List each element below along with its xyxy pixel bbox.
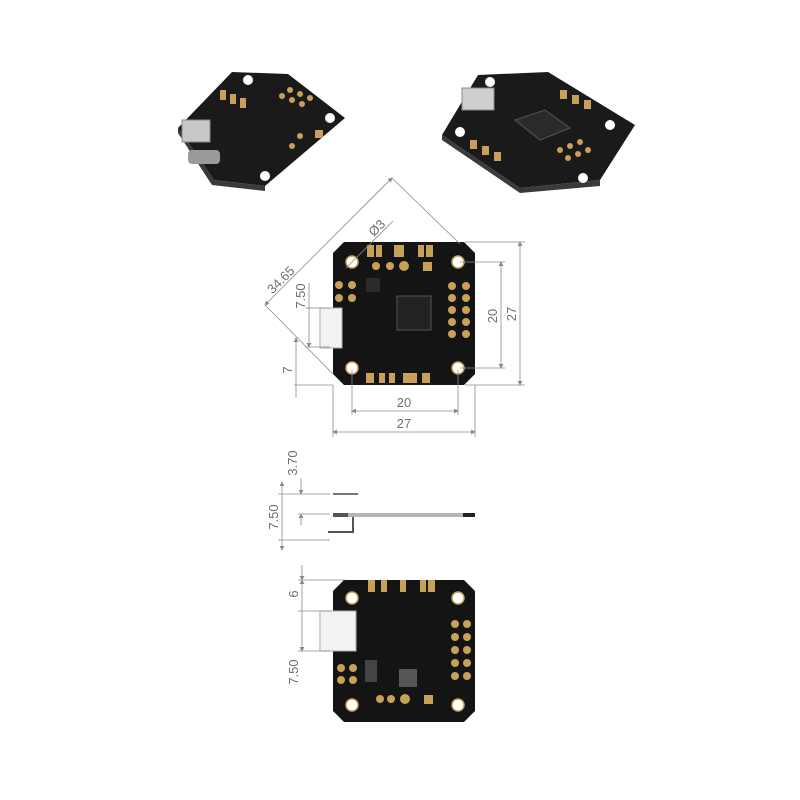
dim-hole-spacing-y: 20 bbox=[485, 309, 500, 323]
dim-height-27: 27 bbox=[504, 307, 519, 321]
dim-usb-offset: 7 bbox=[280, 366, 295, 373]
dim-hole-diameter: Ø3 bbox=[365, 216, 388, 239]
pcb-side-view bbox=[328, 493, 475, 533]
pcb-bottom-view bbox=[319, 580, 475, 722]
usb-connector bbox=[461, 87, 495, 111]
usb-connector bbox=[319, 307, 343, 349]
usb-connector bbox=[319, 610, 357, 652]
dim-total-height: 7.50 bbox=[266, 504, 281, 529]
dim-width-27: 27 bbox=[397, 416, 411, 431]
dim-usb-width: 7.50 bbox=[293, 283, 308, 308]
bottom-view-dimensions: 6 7.50 bbox=[286, 565, 345, 685]
dim-usb-height-top: 3.70 bbox=[285, 450, 300, 475]
usb-connector bbox=[181, 119, 211, 143]
pcb-top-view bbox=[319, 242, 475, 385]
pcb-3d-view-top bbox=[442, 72, 635, 193]
dim-bottom-usb-width: 7.50 bbox=[286, 659, 301, 684]
pcb-3d-view-bottom bbox=[178, 72, 345, 191]
dim-hole-spacing-x: 20 bbox=[397, 395, 411, 410]
dim-bottom-usb-offset: 6 bbox=[286, 590, 301, 597]
side-view-dimensions: 3.70 7.50 bbox=[266, 450, 330, 551]
